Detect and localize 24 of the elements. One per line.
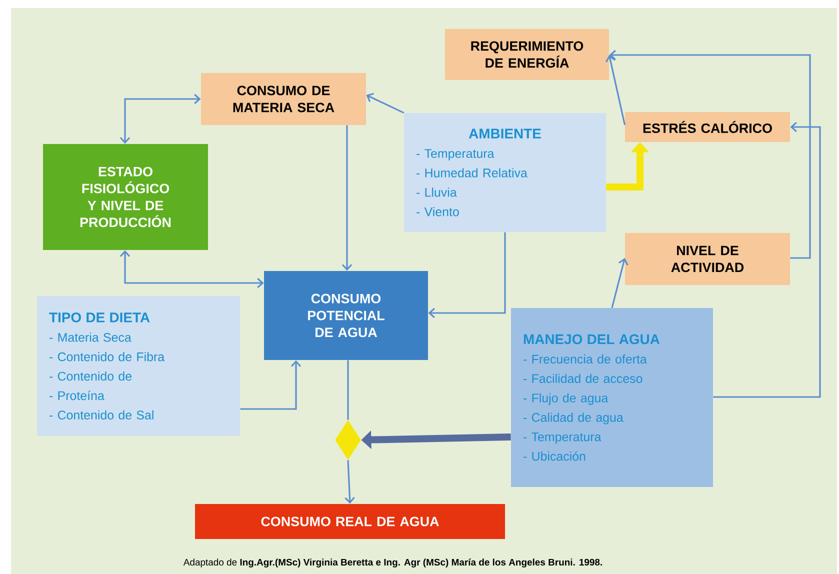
decision-diamond [335,420,361,460]
process-box: NIVEL DE ACTIVIDAD [625,233,790,285]
arrow [120,94,201,144]
arrow [344,460,355,504]
arrow [609,50,811,259]
arrow [605,55,626,126]
connector-line [347,360,349,420]
process-box: TIPO DE DIETA - Materia Seca - Contenido de Fibra - Contenido de - Proteína - Contenido de Sal [37,296,240,436]
process-box: CONSUMO DE MATERIA SECA [201,73,366,125]
process-box: ESTRÉS CALÓRICO [625,112,790,142]
arrow [611,258,628,308]
process-box: CONSUMO POTENCIAL DE AGUA [264,271,428,360]
arrow [120,250,264,288]
arrow [713,122,821,398]
process-box: CONSUMO REAL DE AGUA [195,504,505,539]
arrow [240,360,302,410]
arrow [428,232,506,318]
process-box: AMBIENTE - Temperatura - Humedad Relativa - Lluvia - Viento [404,113,606,232]
arrow [366,92,404,114]
process-box: ESTADO FISIOLÓGICO Y NIVEL DE PRODUCCIÓN [43,144,208,250]
process-box: MANEJO DEL AGUA - Frecuencia de oferta - Facilidad de acceso - Flujo de agua - Calidad de agua - Temperatura - Ubicación [511,308,713,487]
arrow [342,125,352,271]
process-box: REQUERIMIENTO DE ENERGÍA [445,29,609,80]
caption: Adaptado de Ing.Agr.(MSc) Virginia Beretta e Ing. Agr (MSc) María de los Angeles Bruni. 1998. [183,558,602,568]
